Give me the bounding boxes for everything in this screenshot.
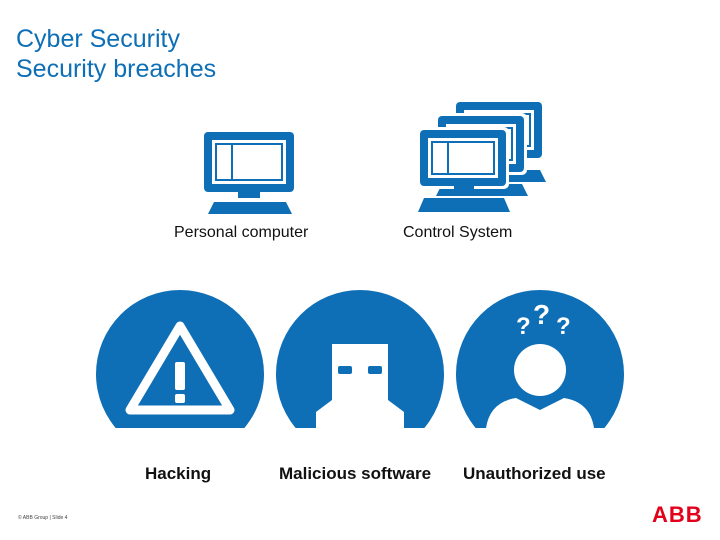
stacked-computers-icon — [417, 102, 546, 212]
abb-logo: ABB — [652, 502, 703, 527]
unknown-user-icon: ? ? ? — [456, 290, 624, 428]
slide-title: Cyber Security Security breaches — [16, 24, 216, 84]
svg-text:?: ? — [556, 313, 571, 340]
title-line-1: Cyber Security — [16, 25, 180, 53]
warning-icon — [96, 290, 264, 428]
threat-label-malicious-software: Malicious software — [279, 464, 432, 483]
device-label-personal-computer: Personal computer — [174, 224, 309, 241]
footer-copyright: © ABB Group | Slide 4 — [18, 515, 68, 521]
svg-text:?: ? — [533, 299, 550, 330]
svg-text:?: ? — [516, 313, 531, 340]
threat-label-hacking: Hacking — [145, 464, 212, 483]
usb-stick-icon — [276, 290, 444, 428]
device-label-control-system: Control System — [403, 224, 513, 241]
computer-icon — [204, 132, 294, 214]
title-line-2: Security breaches — [16, 55, 217, 83]
threat-label-unauthorized-use: Unauthorized use — [463, 464, 606, 483]
